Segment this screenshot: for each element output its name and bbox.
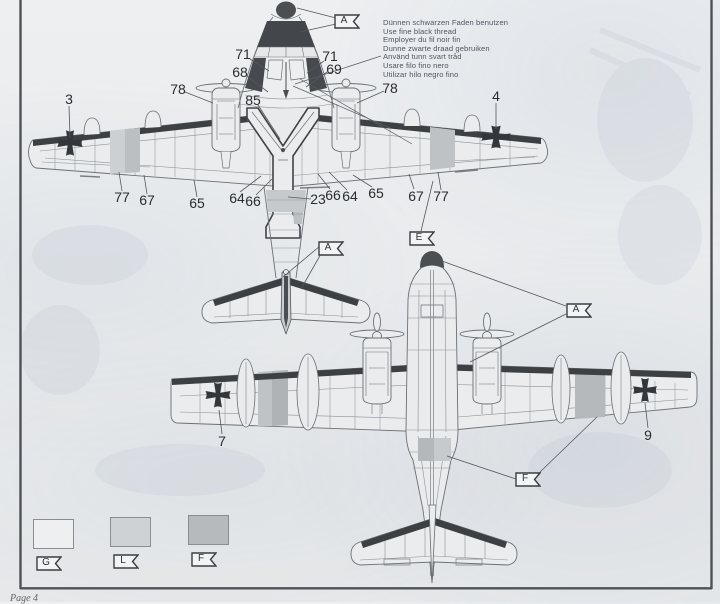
flag-pennant-icon — [409, 230, 435, 246]
paint-flag-A: A — [334, 13, 360, 29]
paint-flag-F: F — [515, 471, 541, 487]
part-number-label: 65 — [368, 185, 384, 201]
part-number-label: 85 — [245, 92, 261, 108]
part-number-label: 64 — [342, 188, 358, 204]
flag-letter: E — [415, 232, 423, 243]
flag-letter: L — [120, 555, 126, 566]
top-view-engines — [195, 78, 377, 169]
part-number-label: 69 — [326, 61, 342, 77]
flag-letter: A — [572, 304, 580, 315]
ghost-bleedthrough — [20, 27, 702, 508]
part-number-label: 66 — [325, 187, 341, 203]
instruction-line: Dunne zwarte draad gebruiken — [383, 43, 490, 53]
page-number: Page 4 — [10, 593, 39, 604]
part-number-label: 77 — [114, 189, 130, 205]
instruction-line: Utilizar hilo negro fino — [383, 69, 459, 79]
top-view-rear-fuselage — [263, 186, 309, 279]
flag-letter: A — [324, 242, 332, 253]
part-number-label: 71 — [322, 48, 338, 64]
thread-lines — [292, 55, 413, 145]
instruction-line: Dünnen schwarzen Faden benutzen — [383, 18, 509, 27]
bottom-view-tailplane — [350, 504, 518, 584]
bottom-view-engines — [349, 312, 515, 414]
nose-turret-dome — [276, 1, 296, 19]
flag-pennant-icon — [515, 471, 541, 487]
part-number-label: 3 — [65, 91, 73, 107]
instruction-line: Employer du fil noir fin — [383, 35, 461, 45]
float-fairings — [236, 351, 632, 431]
paint-flag-A: A — [566, 302, 592, 318]
part-number-label: 65 — [189, 195, 205, 211]
flag-pennant-icon — [36, 555, 62, 571]
legend-swatch-F — [188, 515, 229, 545]
part-number-label: 64 — [229, 190, 245, 206]
page-border — [19, 0, 713, 590]
flag-letter: G — [42, 557, 50, 568]
leader-lines — [68, 7, 649, 480]
instruction-line: Använd tunn svart tråd — [383, 52, 462, 62]
tail-cone — [428, 504, 437, 584]
paint-flag-A: A — [318, 240, 344, 256]
part-number-label: 4 — [492, 88, 500, 104]
part-number-label: 78 — [170, 81, 186, 97]
part-number-label: 67 — [408, 188, 424, 204]
bow-turret-dome — [420, 251, 444, 268]
paint-flag-L: L — [113, 553, 139, 569]
legend-swatch-L — [110, 517, 151, 547]
flag-letter: F — [197, 553, 205, 564]
flag-pennant-icon — [334, 13, 360, 29]
part-number-label: 66 — [245, 193, 261, 209]
bottom-view-aircraft — [170, 251, 698, 584]
instruction-line: Use fine black thread — [383, 26, 457, 36]
flag-pennant-icon — [113, 553, 139, 569]
wing-paint-band — [110, 127, 455, 174]
top-view-nose — [237, 1, 335, 109]
instruction-line: Usare filo fino nero — [383, 60, 449, 70]
paint-flag-F: F — [191, 551, 217, 567]
flag-pennant-icon — [566, 302, 592, 318]
paint-flag-G: G — [36, 555, 62, 571]
flag-letter: F — [521, 473, 529, 484]
fuselage-paint-patch — [418, 438, 451, 461]
flag-letter: A — [340, 15, 348, 26]
part-number-label: 71 — [235, 46, 251, 62]
flag-pennant-icon — [191, 551, 217, 567]
paint-flag-E: E — [409, 230, 435, 246]
wing-paint-band — [258, 369, 605, 426]
legend-swatch-G — [33, 519, 74, 549]
part-number-label: 23 — [310, 191, 326, 207]
part-number-label: 68 — [232, 64, 248, 80]
part-number-label: 67 — [139, 192, 155, 208]
top-view-aircraft — [28, 1, 549, 335]
part-number-label: 9 — [644, 427, 652, 443]
part-number-label: 7 — [218, 433, 226, 449]
part-number-label: 77 — [433, 188, 449, 204]
top-view-tailplane — [201, 269, 371, 335]
flag-pennant-icon — [318, 240, 344, 256]
part-number-label: 78 — [382, 80, 398, 96]
bottom-view-hull — [405, 251, 459, 583]
